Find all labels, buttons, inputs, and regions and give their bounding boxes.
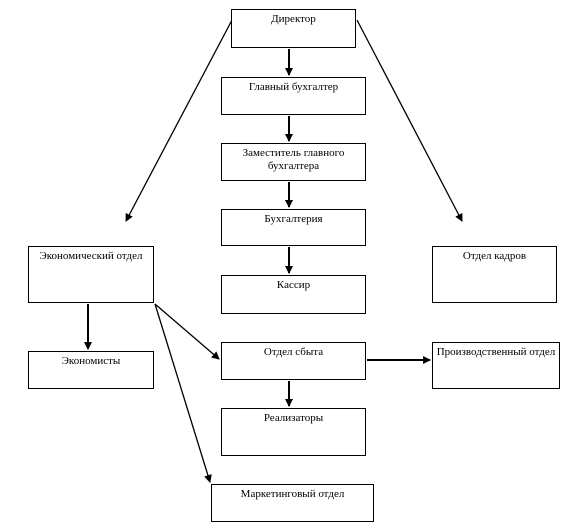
node-marketing-department: Маркетинговый отдел [211,484,374,522]
node-accounting: Бухгалтерия [221,209,366,246]
node-label: Экономический отдел [39,250,143,262]
arrow-director-to-economic-department [125,19,233,222]
node-label: Бухгалтерия [264,213,323,225]
node-cashier: Кассир [221,275,366,314]
node-label: Отдел кадров [462,250,527,262]
node-production-department: Производственный отдел [432,342,560,389]
node-label: Маркетинговый отдел [240,488,345,500]
node-economists: Экономисты [28,351,154,389]
node-label: Главный бухгалтер [248,81,339,93]
arrow-economic-department-to-sales-department [154,303,220,360]
node-label: Реализаторы [263,412,324,424]
node-label: Кассир [276,279,311,291]
node-label: Директор [271,13,316,25]
node-label: Отдел сбыта [263,346,324,358]
node-label: Производственный отдел [436,346,556,358]
node-deputy-chief-accountant: Заместитель главного бухгалтера [221,143,366,181]
arrow-director-to-hr-department [356,19,463,222]
node-director: Директор [231,9,356,48]
node-economic-department: Экономический отдел [28,246,154,303]
arrow-economic-department-to-marketing-department [154,303,212,483]
node-sellers: Реализаторы [221,408,366,456]
node-hr-department: Отдел кадров [432,246,557,303]
node-label: Экономисты [61,355,121,367]
node-chief-accountant: Главный бухгалтер [221,77,366,115]
node-label: Заместитель главного бухгалтера [242,147,345,172]
node-sales-department: Отдел сбыта [221,342,366,380]
